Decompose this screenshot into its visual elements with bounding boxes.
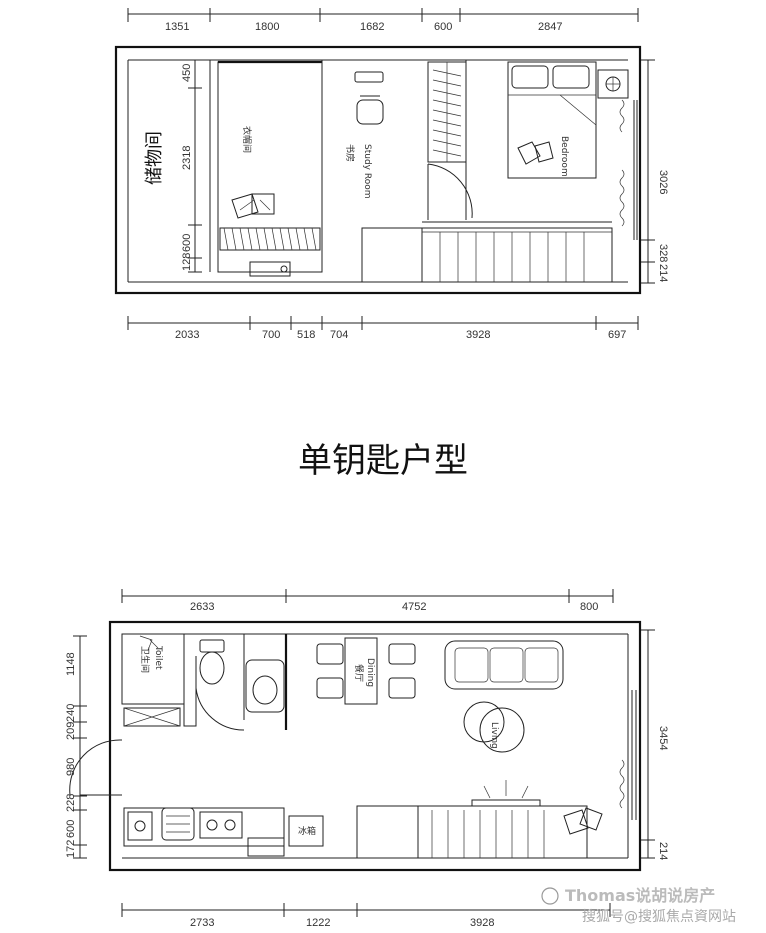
watermark-account: Thomas说胡说房产 (565, 886, 715, 905)
upper-right-dim-3: 214 (657, 264, 669, 282)
upper-right-dim-2: 328 (657, 244, 669, 262)
lower-top-dim-3: 800 (580, 601, 598, 613)
lower-room-living-en: Living (489, 722, 499, 749)
lower-top-dim-1: 2633 (190, 601, 214, 613)
watermark: Thomas说胡说房产 搜狐号@搜狐焦点資网站 (541, 886, 736, 925)
upper-bottom-dim-5: 3928 (466, 329, 490, 341)
watermark-source: 搜狐号@搜狐焦点資网站 (582, 909, 736, 925)
upper-right-dim-1: 3026 (657, 170, 669, 194)
lower-room-toilet-en: Toilet (153, 645, 163, 670)
lower-left-dim-4: 980 (65, 758, 77, 776)
lower-bottom-dim-1: 2733 (190, 917, 214, 929)
upper-left-dim-3: 600 (181, 234, 193, 252)
lower-top-dim-2: 4752 (402, 601, 426, 613)
plan-title: 单钥匙户型 (298, 441, 468, 481)
lower-bottom-dim-3: 3928 (470, 917, 494, 929)
lower-left-dim-1: 1148 (65, 652, 77, 676)
upper-bottom-dim-4: 704 (330, 329, 348, 341)
upper-bottom-dim-6: 697 (608, 329, 626, 341)
upper-room-bedroom-en: Bedroom (559, 136, 569, 177)
lower-room-dining-en: Dining (365, 658, 375, 687)
lower-left-dim-2: 240 (65, 704, 77, 722)
upper-left-dim-2: 2318 (181, 146, 193, 170)
lower-right-dim-2: 214 (657, 842, 669, 860)
upper-left-dim-4: 128 (181, 253, 193, 271)
lower-left-dim-7: 172 (65, 840, 77, 858)
upper-room-storage: 储物间 (144, 131, 165, 185)
upper-bottom-dim-3: 518 (297, 329, 315, 341)
lower-left-dim-6: 600 (65, 820, 77, 838)
lower-room-toilet-cn: 卫生间 (139, 646, 151, 673)
upper-top-dim-5: 2847 (538, 21, 562, 33)
upper-top-dim-4: 600 (434, 21, 452, 33)
upper-bottom-dim-1: 2033 (175, 329, 199, 341)
upper-room-study-cn: 书房 (344, 144, 356, 162)
upper-top-dim-1: 1351 (165, 21, 189, 33)
upper-bottom-dim-2: 700 (262, 329, 280, 341)
lower-right-dim-1: 3454 (657, 726, 669, 750)
lower-left-dim-5: 228 (65, 794, 77, 812)
cloakroom-pillows (231, 193, 275, 219)
upper-left-dim-1: 450 (181, 64, 193, 82)
lower-room-fridge: 冰箱 (298, 825, 316, 837)
lower-bottom-dim-2: 1222 (306, 917, 330, 929)
upper-top-dim-2: 1800 (255, 21, 279, 33)
lower-left-dim-3: 209 (65, 722, 77, 740)
upper-room-cloakroom: 衣帽间 (241, 126, 253, 153)
lower-room-dining-cn: 餐厅 (353, 664, 365, 682)
upper-room-study-en: Study Room (362, 144, 372, 198)
wechat-logo-icon (541, 887, 559, 905)
upper-top-dim-3: 1682 (360, 21, 384, 33)
upper-floor-plan: 1351 1800 1682 600 2847 2033 700 518 704… (114, 8, 669, 341)
lower-floor-plan: 2633 4752 800 2733 1222 3928 1148 240 20… (65, 589, 669, 929)
